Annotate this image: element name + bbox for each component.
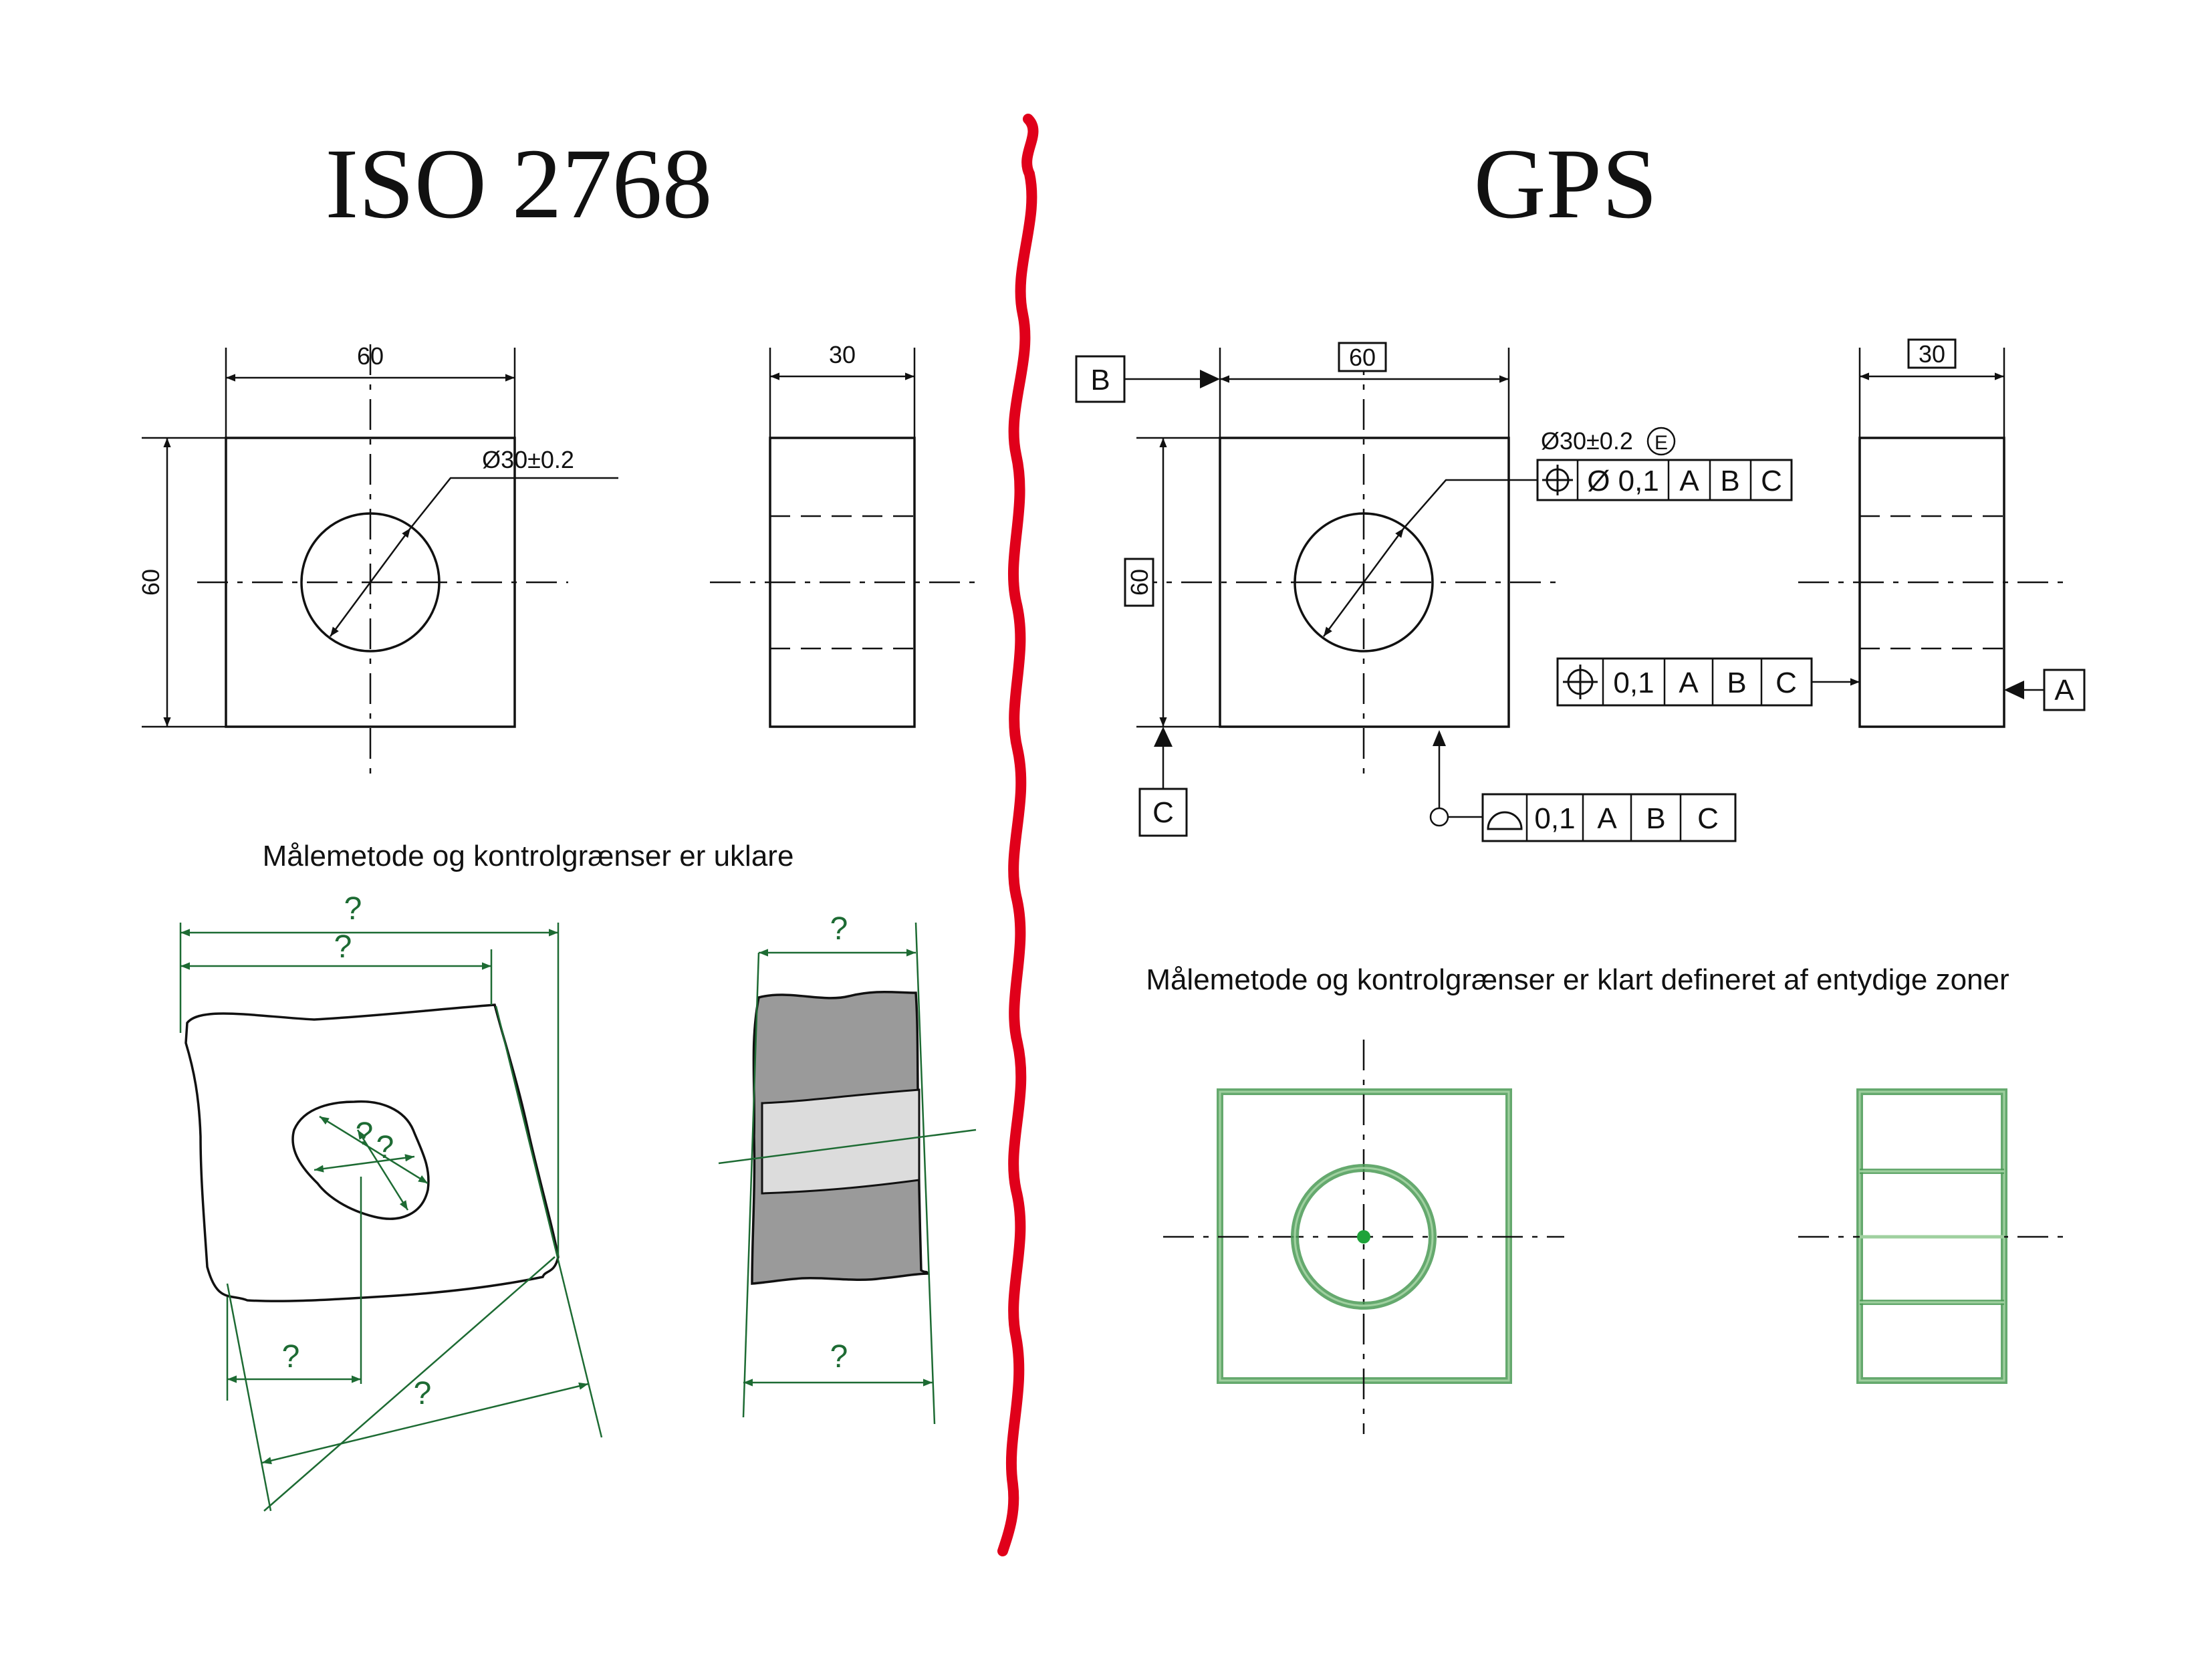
profile-fcf-tolerance: 0,1	[1534, 802, 1575, 835]
hole-fcf-datum1: A	[1679, 465, 1699, 497]
iso-real-q-top-outer: ?	[344, 891, 362, 927]
gps-hole-dim: Ø30±0.2	[1541, 427, 1633, 455]
hole-fcf-datum2: B	[1720, 465, 1739, 497]
datum-c-box	[1138, 788, 1188, 837]
gps-side-view: 30 0,1 A B C A	[1556, 338, 2086, 728]
iso-real-side-q-top: ?	[830, 911, 848, 947]
profile-fcf-datum1: A	[1597, 802, 1617, 835]
datum-b-box	[1075, 355, 1126, 403]
envelope-symbol: E	[1654, 432, 1668, 454]
datum-c-label: C	[1152, 796, 1174, 829]
side-fcf-datum3: C	[1775, 667, 1797, 699]
datum-a-box	[2043, 669, 2086, 711]
side-fcf-datum2: B	[1727, 667, 1746, 699]
datum-b-label: B	[1090, 364, 1110, 396]
profile-fcf: 0,1 A B C	[1481, 793, 1737, 842]
zone-center-point	[1357, 1230, 1370, 1244]
red-divider	[997, 114, 1039, 1556]
iso-real-q-bottom-long: ?	[414, 1376, 432, 1411]
iso-real-side-light	[761, 1088, 920, 1195]
datum-a-triangle	[2004, 681, 2024, 699]
iso-side-view: 30	[710, 341, 976, 728]
iso-real-hole-dim-2	[314, 1154, 415, 1173]
iso-width-dim: 60	[357, 342, 384, 370]
datum-b-triangle	[1200, 370, 1220, 388]
iso-real-part-side: ? ?	[718, 911, 977, 1425]
gps-zone-front	[1163, 1040, 1564, 1434]
iso-depth-dim: 30	[829, 341, 856, 368]
hole-fcf-tolerance: Ø 0,1	[1587, 465, 1659, 497]
side-fcf-tolerance: 0,1	[1613, 667, 1654, 699]
iso-hole-dim: Ø30±0.2	[482, 446, 574, 473]
iso-real-dim-bottom-long	[261, 1382, 589, 1465]
profile-fcf-datum3: C	[1697, 802, 1719, 835]
gps-width-dim: 60	[1349, 344, 1376, 371]
all-around-circle	[1429, 807, 1449, 827]
iso-real-hole	[291, 1100, 430, 1220]
iso-real-side-q-bottom: ?	[830, 1339, 848, 1375]
envelope-circle	[1646, 427, 1676, 456]
iso-real-part-front: ? ? ? ? ? ?	[179, 891, 603, 1512]
hole-fcf-datum3: C	[1761, 465, 1782, 497]
profile-surface-icon	[1487, 811, 1523, 830]
gps-zone-side	[1798, 1088, 2066, 1384]
gps-front-outline	[1219, 437, 1510, 728]
iso-real-q-top-inner: ?	[334, 929, 352, 965]
title-iso-2768: ISO 2768	[325, 128, 712, 239]
datum-c-triangle	[1154, 727, 1173, 747]
iso-height-dim: 60	[137, 569, 164, 596]
hole-position-fcf: Ø 0,1 A B C	[1536, 459, 1793, 501]
iso-real-outline	[185, 1003, 560, 1302]
profile-fcf-datum2: B	[1646, 802, 1665, 835]
title-gps: GPS	[1473, 128, 1657, 239]
caption-right: Målemetode og kontrolgrænser er klart de…	[1146, 963, 2009, 996]
side-position-fcf: 0,1 A B C	[1556, 657, 1813, 707]
iso-front-view: 60 60 Ø30±0.2	[137, 342, 618, 782]
iso-hole-dim-line	[329, 527, 412, 637]
iso-real-q-hole-1: ?	[356, 1116, 374, 1152]
gps-front-view: 60 B 60 C Ø30±0.2 E Ø 0,1 A	[1075, 342, 1793, 842]
side-fcf-datum1: A	[1679, 667, 1699, 699]
iso-real-q-bottom-short: ?	[282, 1339, 300, 1375]
gps-height-dim: 60	[1126, 569, 1153, 596]
caption-left: Målemetode og kontrolgrænser er uklare	[263, 840, 794, 872]
iso-real-q-hole-2: ?	[376, 1130, 394, 1165]
gps-hole-dim-line	[1322, 527, 1405, 637]
iso-real-hole-dim-3	[356, 1129, 409, 1211]
datum-a-label: A	[2054, 674, 2074, 707]
gps-depth-dim: 30	[1919, 340, 1945, 368]
